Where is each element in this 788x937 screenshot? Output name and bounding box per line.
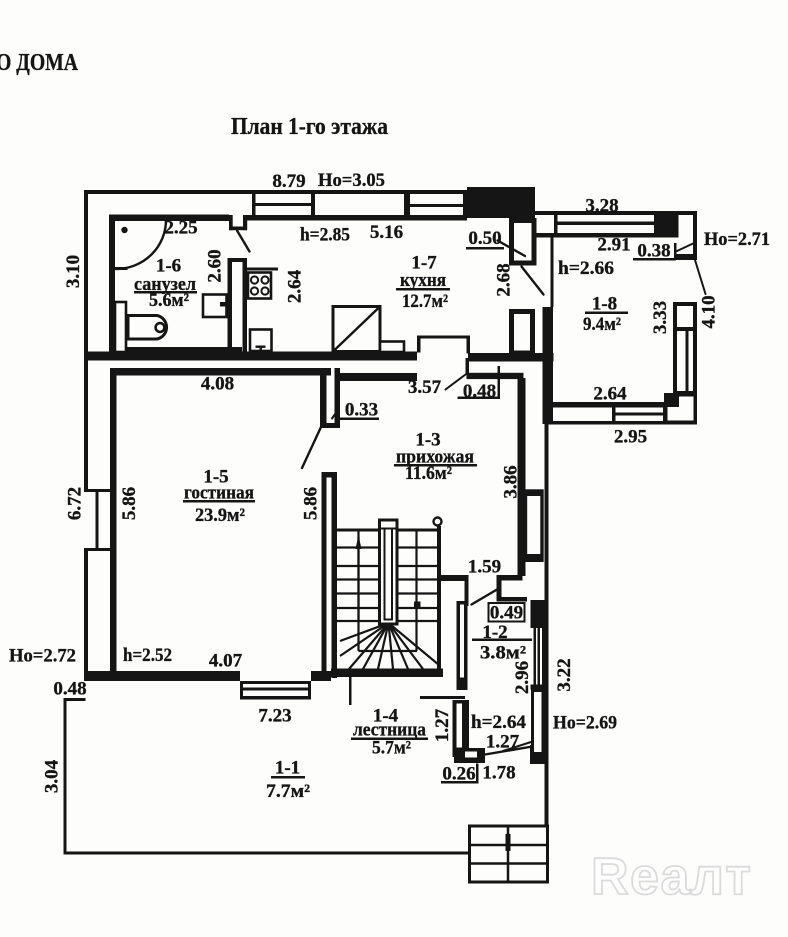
svg-text:h=2.64: h=2.64 xyxy=(471,712,526,733)
svg-text:11.6м²: 11.6м² xyxy=(405,463,452,484)
svg-text:Reaлт: Reaлт xyxy=(591,848,752,906)
svg-text:3.57: 3.57 xyxy=(408,377,442,398)
svg-text:2.25: 2.25 xyxy=(164,218,197,239)
svg-text:1.59: 1.59 xyxy=(468,557,501,578)
svg-text:0.33: 0.33 xyxy=(345,400,378,421)
svg-text:4.07: 4.07 xyxy=(209,651,243,672)
svg-text:5.86: 5.86 xyxy=(301,487,322,520)
svg-text:1.27: 1.27 xyxy=(486,732,520,753)
svg-text:2.64: 2.64 xyxy=(285,269,306,303)
svg-text:3.8м²: 3.8м² xyxy=(480,643,526,664)
svg-text:7.23: 7.23 xyxy=(258,706,291,727)
svg-text:3.22: 3.22 xyxy=(554,658,575,691)
svg-text:1-1: 1-1 xyxy=(275,758,300,779)
svg-text:1-6: 1-6 xyxy=(156,256,181,277)
svg-text:2.95: 2.95 xyxy=(614,427,647,448)
svg-text:7.7м²: 7.7м² xyxy=(266,781,310,802)
svg-text:0.50: 0.50 xyxy=(468,228,501,249)
svg-text:лестница: лестница xyxy=(353,720,426,741)
svg-text:h=2.52: h=2.52 xyxy=(123,645,172,666)
svg-text:3.28: 3.28 xyxy=(585,196,618,217)
svg-text:1-7: 1-7 xyxy=(411,253,437,274)
svg-text:2.91: 2.91 xyxy=(597,235,630,256)
svg-text:санузел: санузел xyxy=(134,274,196,295)
svg-text:кухня: кухня xyxy=(400,270,446,291)
svg-text:0.49: 0.49 xyxy=(490,603,523,624)
svg-text:8.79: 8.79 xyxy=(272,171,305,192)
svg-text:0.38: 0.38 xyxy=(637,241,670,262)
svg-text:1.78: 1.78 xyxy=(482,763,515,784)
svg-text:5.6м²: 5.6м² xyxy=(149,290,189,311)
svg-text:1-2: 1-2 xyxy=(482,622,507,643)
svg-text:5.7м²: 5.7м² xyxy=(372,738,411,759)
svg-text:4.08: 4.08 xyxy=(201,374,234,395)
svg-text:1-3: 1-3 xyxy=(415,430,440,451)
svg-text:прихожая: прихожая xyxy=(396,447,474,468)
svg-text:1-8: 1-8 xyxy=(592,294,617,315)
svg-text:План 1-го этажа: План 1-го этажа xyxy=(231,114,388,140)
svg-text:2.68: 2.68 xyxy=(494,263,515,296)
svg-text:1-4: 1-4 xyxy=(373,706,399,727)
svg-text:5.86: 5.86 xyxy=(119,487,140,520)
svg-text:3.86: 3.86 xyxy=(501,465,522,498)
svg-text:гостиная: гостиная xyxy=(184,483,254,504)
svg-text:3.33: 3.33 xyxy=(650,301,671,334)
svg-text:6.72: 6.72 xyxy=(65,487,86,520)
svg-text:2.96: 2.96 xyxy=(512,661,533,694)
svg-text:1.27: 1.27 xyxy=(432,708,453,742)
svg-text:0.48: 0.48 xyxy=(463,381,496,402)
svg-text:h=2.66: h=2.66 xyxy=(558,258,614,279)
svg-text:2.60: 2.60 xyxy=(205,249,226,282)
svg-text:Но=2.72: Но=2.72 xyxy=(9,646,76,667)
svg-text:Но=2.71: Но=2.71 xyxy=(704,229,770,250)
svg-text:Но=2.69: Но=2.69 xyxy=(553,713,617,734)
svg-text:1-5: 1-5 xyxy=(203,467,228,488)
svg-text:2.64: 2.64 xyxy=(593,384,627,405)
svg-text:12.7м²: 12.7м² xyxy=(402,291,448,312)
svg-text:h=2.85: h=2.85 xyxy=(300,225,350,246)
svg-text:5.16: 5.16 xyxy=(370,222,403,243)
svg-text:4.10: 4.10 xyxy=(699,295,720,328)
svg-text:Но=3.05: Но=3.05 xyxy=(318,170,385,191)
svg-text:3.04: 3.04 xyxy=(42,759,63,793)
svg-text:О ДОМА: О ДОМА xyxy=(0,50,79,76)
svg-text:23.9м²: 23.9м² xyxy=(195,505,245,526)
svg-text:0.26: 0.26 xyxy=(442,764,475,785)
svg-text:9.4м²: 9.4м² xyxy=(583,314,621,335)
svg-text:3.10: 3.10 xyxy=(63,255,84,288)
svg-text:0.48: 0.48 xyxy=(53,679,86,700)
